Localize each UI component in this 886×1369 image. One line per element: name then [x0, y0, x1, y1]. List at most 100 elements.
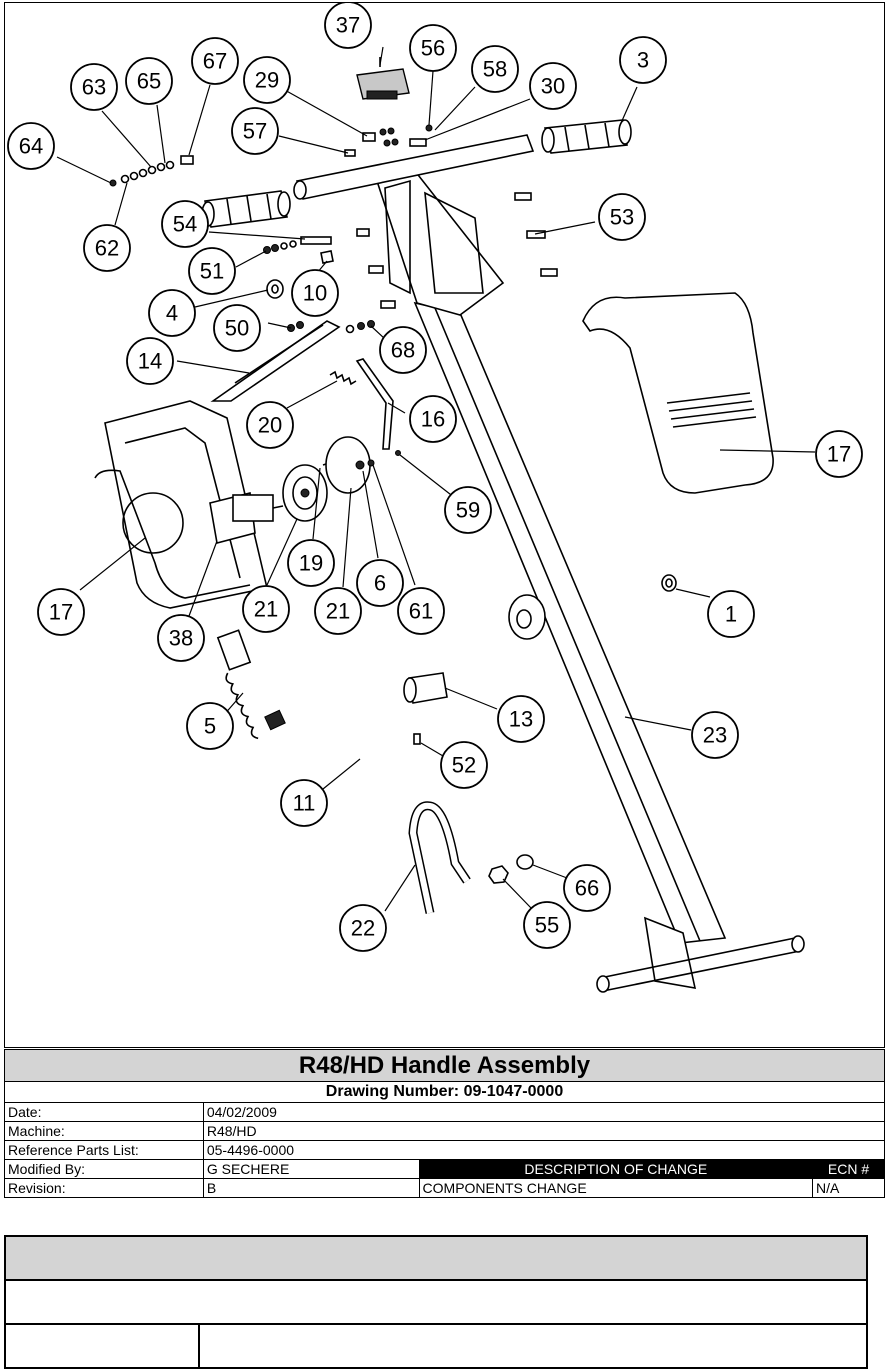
- svg-text:51: 51: [200, 259, 224, 284]
- callout-53: 53: [598, 193, 646, 241]
- svg-text:3: 3: [637, 48, 649, 73]
- drawing-title: R48/HD Handle Assembly: [4, 1049, 885, 1082]
- part-clip: [408, 801, 471, 914]
- svg-text:4: 4: [166, 301, 178, 326]
- callout-22: 22: [339, 904, 387, 952]
- description-header: DESCRIPTION OF CHANGE: [418, 1159, 814, 1179]
- callout-38: 38: [157, 614, 205, 662]
- part-nut: [488, 865, 509, 884]
- blank-cell-left: [4, 1323, 200, 1369]
- callout-23: 23: [691, 711, 739, 759]
- callout-56: 56: [409, 24, 457, 72]
- callout-64: 64: [7, 122, 55, 170]
- callout-55: 55: [523, 901, 571, 949]
- drawing-number: Drawing Number: 09-1047-0000: [4, 1081, 885, 1103]
- svg-text:29: 29: [255, 68, 279, 93]
- part-ring: [661, 574, 677, 592]
- part-bent-pin: [354, 700, 390, 781]
- svg-text:53: 53: [610, 205, 634, 230]
- svg-text:67: 67: [203, 49, 227, 74]
- svg-text:37: 37: [336, 13, 360, 38]
- callout-4: 4: [148, 289, 196, 337]
- callout-3: 3: [619, 36, 667, 84]
- callout-10: 10: [291, 269, 339, 317]
- part-lever: [210, 320, 341, 402]
- callout-58: 58: [471, 45, 519, 93]
- callout-16: 16: [409, 395, 457, 443]
- callout-63: 63: [70, 63, 118, 111]
- svg-text:62: 62: [95, 236, 119, 261]
- callout-30: 30: [529, 62, 577, 110]
- svg-text:59: 59: [456, 498, 480, 523]
- ecn-header: ECN #: [812, 1159, 885, 1179]
- callout-67: 67: [191, 37, 239, 85]
- callout-62: 62: [83, 224, 131, 272]
- svg-text:22: 22: [351, 916, 375, 941]
- svg-text:50: 50: [225, 316, 249, 341]
- svg-text:64: 64: [19, 134, 43, 159]
- part-main-tube: [375, 170, 805, 993]
- callout-1: 1: [707, 590, 755, 638]
- ecn-value: N/A: [812, 1178, 885, 1198]
- callout-50: 50: [213, 304, 261, 352]
- callout-52: 52: [440, 741, 488, 789]
- callout-17-right: 17: [815, 430, 863, 478]
- svg-text:65: 65: [137, 69, 161, 94]
- part-sleeve: [403, 672, 448, 704]
- parts-diagram-frame: 37 56 58 30 3 63 65 67 29 64 57 62 54 53…: [4, 2, 885, 1048]
- part-spring: [329, 370, 357, 386]
- svg-text:6: 6: [374, 571, 386, 596]
- svg-text:11: 11: [293, 791, 316, 816]
- svg-text:61: 61: [409, 599, 433, 624]
- callout-51: 51: [188, 247, 236, 295]
- date-value: 04/02/2009: [202, 1102, 886, 1122]
- callout-57: 57: [231, 107, 279, 155]
- callout-17-left: 17: [37, 588, 85, 636]
- ref-parts-label: Reference Parts List:: [4, 1140, 204, 1160]
- ref-parts-value: 05-4496-0000: [202, 1140, 886, 1160]
- svg-text:21: 21: [254, 597, 278, 622]
- part-crossbar-grips: [201, 119, 632, 228]
- svg-text:56: 56: [421, 36, 445, 61]
- part-washer: [516, 854, 534, 870]
- revision-value: B: [202, 1178, 420, 1198]
- date-label: Date:: [4, 1102, 204, 1122]
- blank-row: [4, 1279, 868, 1325]
- svg-text:1: 1: [725, 602, 737, 627]
- callout-65: 65: [125, 57, 173, 105]
- callout-68: 68: [379, 326, 427, 374]
- callout-37: 37: [324, 3, 372, 49]
- callout-19: 19: [287, 539, 335, 587]
- svg-text:14: 14: [138, 349, 162, 374]
- callout-61: 61: [397, 587, 445, 635]
- title-block: R48/HD Handle Assembly Drawing Number: 0…: [4, 1049, 886, 1198]
- svg-text:54: 54: [173, 212, 197, 237]
- part-housing-left: [94, 400, 284, 609]
- part-cover-right: [582, 292, 774, 494]
- svg-text:55: 55: [535, 913, 559, 938]
- svg-text:16: 16: [421, 407, 445, 432]
- machine-value: R48/HD: [202, 1121, 886, 1141]
- part-link: [355, 358, 394, 450]
- part-pin: [413, 733, 421, 745]
- svg-text:10: 10: [303, 281, 327, 306]
- svg-text:5: 5: [204, 714, 216, 739]
- blank-title-block: [4, 1235, 869, 1369]
- callout-21-left: 21: [242, 585, 290, 633]
- svg-text:17: 17: [49, 600, 73, 625]
- machine-label: Machine:: [4, 1121, 204, 1141]
- svg-text:58: 58: [483, 57, 507, 82]
- svg-text:52: 52: [452, 753, 476, 778]
- part-plates: [282, 436, 375, 522]
- modified-by-label: Modified By:: [4, 1159, 204, 1179]
- exploded-parts-diagram: 37 56 58 30 3 63 65 67 29 64 57 62 54 53…: [7, 3, 863, 993]
- callout-21-right: 21: [314, 587, 362, 635]
- svg-text:23: 23: [703, 723, 727, 748]
- callout-6: 6: [356, 559, 404, 607]
- svg-text:66: 66: [575, 876, 599, 901]
- callout-59: 59: [444, 486, 492, 534]
- svg-text:19: 19: [299, 551, 323, 576]
- callout-11: 11: [280, 779, 328, 827]
- svg-text:21: 21: [326, 599, 350, 624]
- blank-header: [4, 1235, 868, 1281]
